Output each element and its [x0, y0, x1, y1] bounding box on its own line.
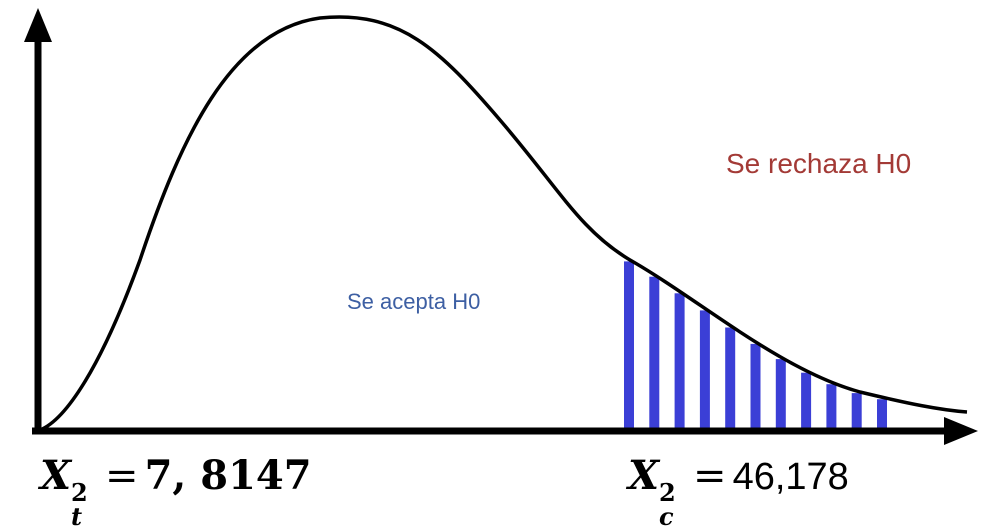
- hatch-bar: [750, 343, 761, 430]
- calculated-value: 46,178: [732, 456, 849, 498]
- hatch-bar: [826, 384, 837, 430]
- x-axis-arrow: [944, 417, 978, 445]
- formula-equals: =: [693, 453, 727, 499]
- hatch-bar: [699, 310, 710, 430]
- formula-superscript: 2: [659, 478, 676, 508]
- accept-region-label: Se acepta H0: [347, 289, 481, 314]
- hatch-bar: [674, 293, 685, 430]
- y-axis-arrow: [24, 8, 52, 42]
- hatch-bar: [851, 393, 862, 430]
- formula-variable: X: [40, 452, 72, 499]
- hatch-bar: [725, 327, 736, 430]
- rejection-region-hatch: [624, 261, 887, 430]
- hatch-bar: [775, 359, 786, 430]
- reject-region-label: Se rechaza H0: [726, 148, 912, 179]
- formula-variable: X: [628, 452, 660, 499]
- distribution-curve: [39, 15, 968, 432]
- formula-subscript: t: [71, 502, 83, 531]
- chi-square-diagram: [24, 8, 978, 445]
- hatch-bar: [877, 399, 887, 430]
- hatch-bar: [649, 276, 660, 430]
- hatch-bar: [624, 261, 634, 430]
- formula-subscript: c: [659, 502, 674, 531]
- formula-equals: =: [105, 453, 139, 499]
- critical-value: 7, 8147: [144, 452, 312, 499]
- formula-superscript: 2: [71, 478, 88, 508]
- hatch-bar: [801, 372, 812, 430]
